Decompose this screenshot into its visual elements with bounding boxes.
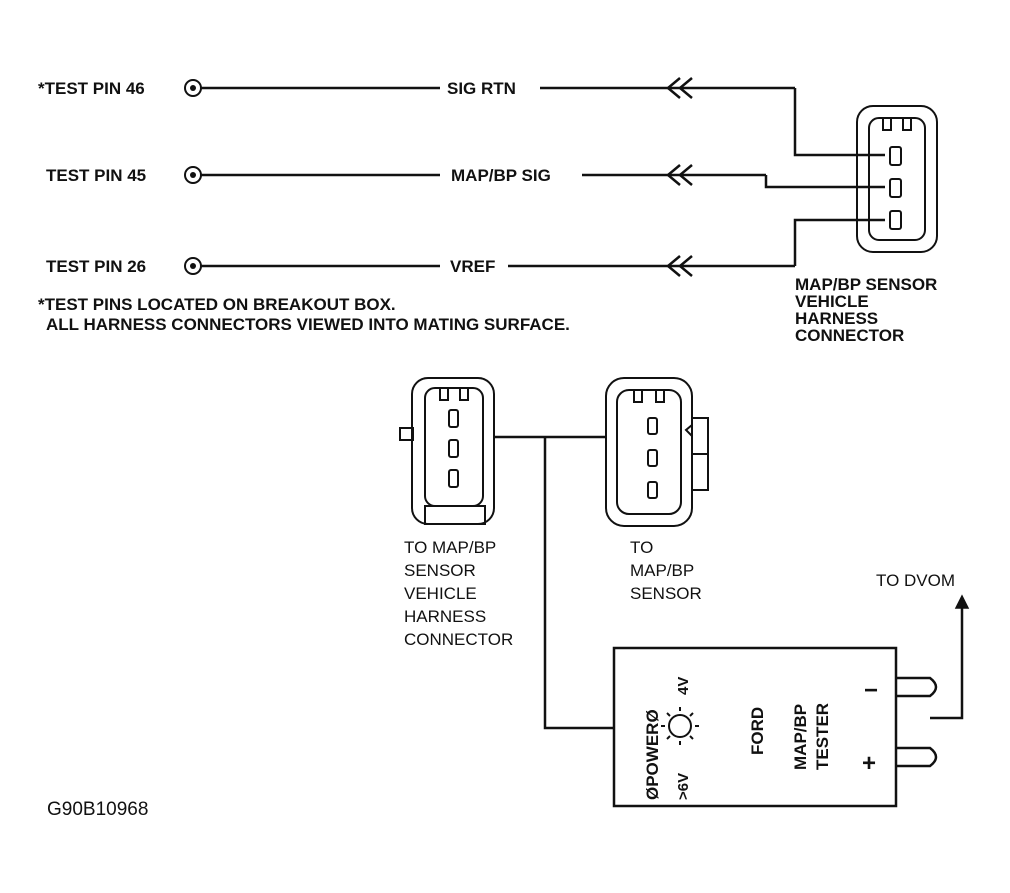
connector-pin: [647, 481, 658, 499]
connector-pin: [889, 178, 902, 198]
tester-minus-label: −: [864, 677, 878, 704]
test-pin-row-26: TEST PIN 26 VREF: [46, 255, 795, 277]
svg-text:VEHICLE: VEHICLE: [404, 584, 477, 603]
svg-text:SENSOR: SENSOR: [404, 561, 476, 580]
tester-name-line1: MAP/BP: [791, 704, 810, 770]
test-pin-row-45: TEST PIN 45 MAP/BP SIG: [46, 164, 766, 186]
signal-map-bp-sig-label: MAP/BP SIG: [451, 166, 551, 185]
svg-text:SENSOR: SENSOR: [630, 584, 702, 603]
tester-4v-label: 4V: [675, 677, 692, 695]
connector-pin: [889, 146, 902, 166]
connector-arrow-icon: [666, 77, 693, 99]
svg-text:HARNESS: HARNESS: [795, 309, 878, 328]
dvom-label: TO DVOM: [876, 571, 955, 590]
sensor-side-caption: TO MAP/BP SENSOR: [630, 538, 702, 603]
map-bp-tester: ØPOWERØ >6V 4V FORD MAP/BP TESTER − +: [612, 646, 938, 808]
test-pin-26-label: TEST PIN 26: [46, 257, 146, 276]
connector-pin: [647, 417, 658, 435]
tester-6v-label: >6V: [675, 773, 692, 800]
connector-pin: [448, 439, 459, 458]
svg-text:HARNESS: HARNESS: [404, 607, 486, 626]
figure-id: G90B10968: [47, 799, 148, 820]
connector-pin: [448, 409, 459, 428]
svg-text:MAP/BP SENSOR: MAP/BP SENSOR: [795, 275, 937, 294]
connector-arrow-icon: [666, 164, 693, 186]
test-pin-46-label: *TEST PIN 46: [38, 79, 145, 98]
tester-brand: FORD: [748, 707, 767, 755]
svg-text:MAP/BP: MAP/BP: [630, 561, 694, 580]
connector-arrow-icon: [666, 255, 693, 277]
signal-sig-rtn-label: SIG RTN: [447, 79, 516, 98]
test-pin-45-label: TEST PIN 45: [46, 166, 146, 185]
tester-minus-lead: [896, 676, 938, 698]
test-pin-row-46: *TEST PIN 46 SIG RTN: [38, 77, 795, 99]
connector-pin: [448, 469, 459, 488]
notes: *TEST PINS LOCATED ON BREAKOUT BOX. ALL …: [38, 295, 570, 334]
svg-text:TO MAP/BP: TO MAP/BP: [404, 538, 496, 557]
svg-text:TO: TO: [630, 538, 653, 557]
arrow-up-icon: [954, 594, 970, 609]
tester-indicator-light-icon: [661, 707, 699, 745]
harness-side-connector: [399, 377, 495, 525]
connector-pin: [647, 449, 658, 467]
vehicle-connector-caption: MAP/BP SENSOR VEHICLE HARNESS CONNECTOR: [795, 275, 937, 345]
svg-text:VEHICLE: VEHICLE: [795, 292, 869, 311]
svg-text:CONNECTOR: CONNECTOR: [404, 630, 513, 649]
tester-power-label: ØPOWERØ: [643, 709, 662, 800]
vehicle-harness-connector: [856, 105, 938, 253]
note-line-2: ALL HARNESS CONNECTORS VIEWED INTO MATIN…: [46, 315, 570, 334]
connector-pin: [889, 210, 902, 230]
tester-plus-label: +: [862, 750, 876, 777]
harness-side-caption: TO MAP/BP SENSOR VEHICLE HARNESS CONNECT…: [404, 538, 513, 649]
signal-vref-label: VREF: [450, 257, 495, 276]
tester-plus-lead: [896, 746, 938, 768]
sensor-side-connector: [605, 377, 709, 527]
svg-text:CONNECTOR: CONNECTOR: [795, 326, 904, 345]
note-line-1: *TEST PINS LOCATED ON BREAKOUT BOX.: [38, 295, 396, 314]
tester-name-line2: TESTER: [813, 703, 832, 770]
